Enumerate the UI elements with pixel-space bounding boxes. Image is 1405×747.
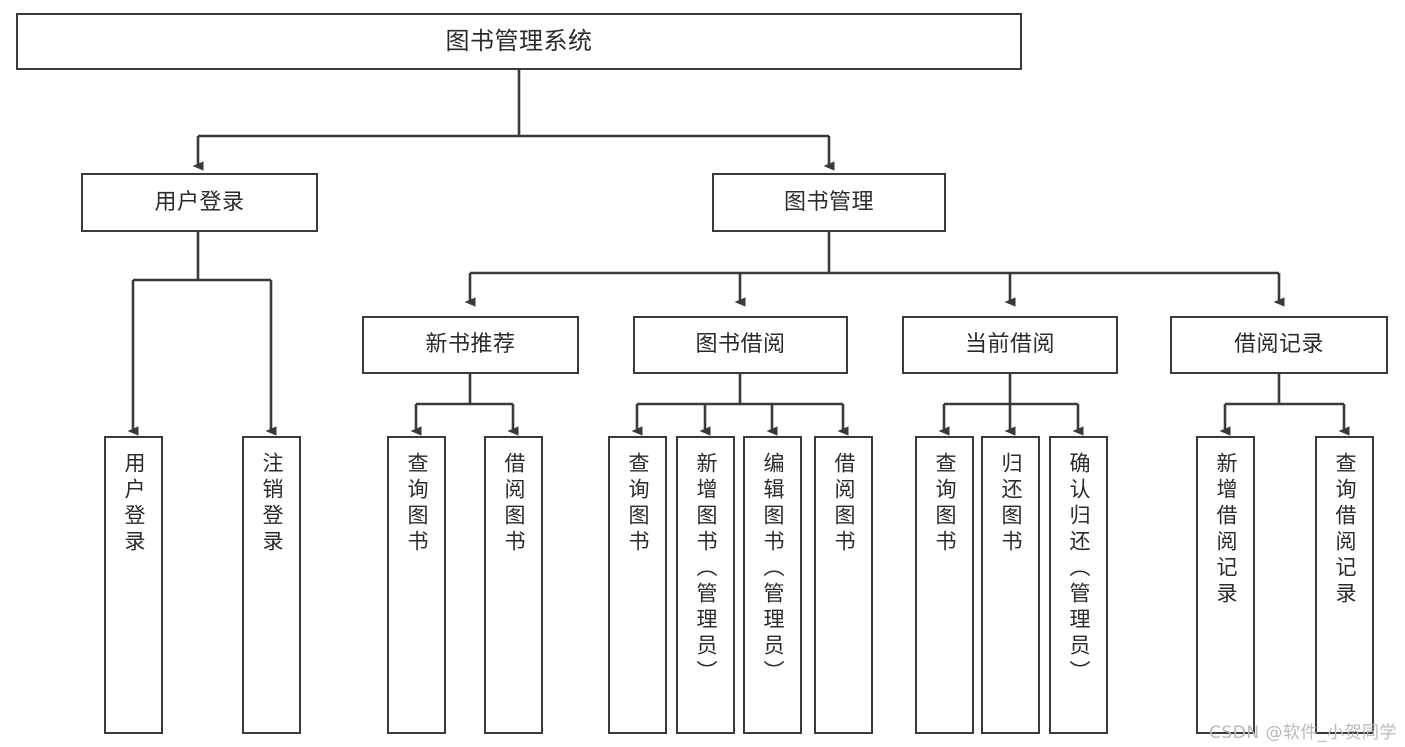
node-user-login[interactable]: 用户登录 bbox=[81, 173, 318, 232]
node-leaf-query-book-3[interactable]: 查询图书 bbox=[915, 436, 974, 734]
node-leaf-logout-login-label: 注销登录 bbox=[260, 452, 284, 556]
node-leaf-add-book[interactable]: 新增图书（管理员） bbox=[676, 436, 735, 734]
node-leaf-user-login[interactable]: 用户登录 bbox=[104, 436, 163, 734]
node-leaf-add-record[interactable]: 新增借阅记录 bbox=[1196, 436, 1255, 734]
node-leaf-confirm-return-label: 确认归还（管理员） bbox=[1067, 452, 1091, 686]
node-leaf-add-record-label: 新增借阅记录 bbox=[1214, 452, 1238, 608]
node-leaf-confirm-return[interactable]: 确认归还（管理员） bbox=[1049, 436, 1108, 734]
node-root-system-label: 图书管理系统 bbox=[445, 27, 593, 56]
node-leaf-query-book-2-label: 查询图书 bbox=[626, 452, 650, 556]
node-new-book-recommend[interactable]: 新书推荐 bbox=[362, 316, 579, 374]
node-new-book-recommend-label: 新书推荐 bbox=[425, 332, 516, 358]
node-leaf-borrow-book-2-label: 借阅图书 bbox=[832, 452, 856, 556]
node-leaf-borrow-book-1-label: 借阅图书 bbox=[502, 452, 526, 556]
node-leaf-query-record-label: 查询借阅记录 bbox=[1333, 452, 1357, 608]
node-borrow-record[interactable]: 借阅记录 bbox=[1170, 316, 1388, 374]
node-leaf-user-login-label: 用户登录 bbox=[122, 452, 146, 556]
node-root-system[interactable]: 图书管理系统 bbox=[16, 13, 1022, 70]
node-leaf-edit-book[interactable]: 编辑图书（管理员） bbox=[743, 436, 802, 734]
node-book-borrow[interactable]: 图书借阅 bbox=[633, 316, 848, 374]
node-leaf-query-book-3-label: 查询图书 bbox=[933, 452, 957, 556]
node-leaf-query-record[interactable]: 查询借阅记录 bbox=[1315, 436, 1374, 734]
node-leaf-edit-book-label: 编辑图书（管理员） bbox=[761, 452, 785, 686]
node-current-borrow-label: 当前借阅 bbox=[964, 332, 1055, 358]
node-leaf-query-book-1[interactable]: 查询图书 bbox=[387, 436, 446, 734]
node-current-borrow[interactable]: 当前借阅 bbox=[902, 316, 1118, 374]
node-leaf-return-book-label: 归还图书 bbox=[999, 452, 1023, 556]
node-leaf-query-book-1-label: 查询图书 bbox=[405, 452, 429, 556]
node-leaf-return-book[interactable]: 归还图书 bbox=[981, 436, 1040, 734]
node-leaf-add-book-label: 新增图书（管理员） bbox=[694, 452, 718, 686]
node-borrow-record-label: 借阅记录 bbox=[1233, 332, 1324, 358]
node-book-management-label: 图书管理 bbox=[783, 189, 874, 215]
node-leaf-query-book-2[interactable]: 查询图书 bbox=[608, 436, 667, 734]
node-leaf-borrow-book-1[interactable]: 借阅图书 bbox=[484, 436, 543, 734]
csdn-watermark: CSDN @软件_小贺同学 bbox=[1209, 723, 1397, 743]
node-book-management[interactable]: 图书管理 bbox=[712, 173, 946, 232]
node-leaf-logout-login[interactable]: 注销登录 bbox=[242, 436, 301, 734]
node-book-borrow-label: 图书借阅 bbox=[695, 332, 786, 358]
node-leaf-borrow-book-2[interactable]: 借阅图书 bbox=[814, 436, 873, 734]
node-user-login-label: 用户登录 bbox=[154, 189, 245, 215]
